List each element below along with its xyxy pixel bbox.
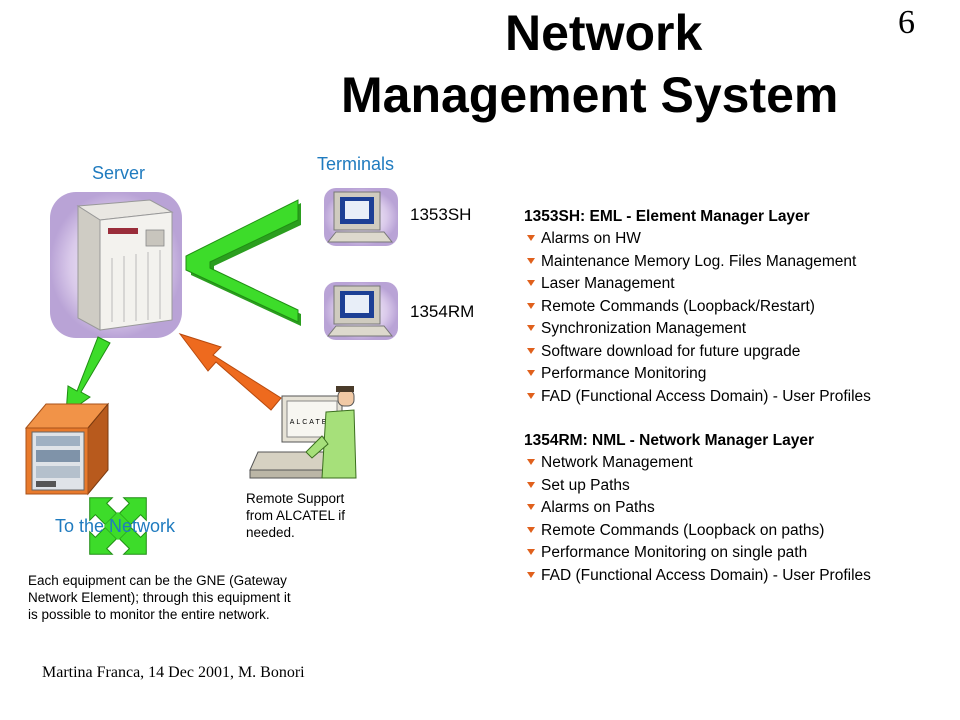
server-icon <box>50 192 182 338</box>
eml-item: Synchronization Management <box>524 318 871 341</box>
footer-credit: Martina Franca, 14 Dec 2001, M. Bonori <box>42 664 305 681</box>
nml-heading: 1354RM: NML - Network Manager Layer <box>524 432 814 449</box>
title-line-1: Network <box>505 5 703 61</box>
network-equipment-icon <box>24 402 110 496</box>
terminal-1354rm-icon <box>324 282 398 340</box>
eml-item: Laser Management <box>524 273 871 296</box>
terminals-label: Terminals <box>317 154 395 174</box>
terminal-1353sh-label: 1353SH <box>410 205 472 224</box>
gne-note: Each equipment can be the GNE (Gateway N… <box>28 572 291 623</box>
eml-item: FAD (Functional Access Domain) - User Pr… <box>524 386 871 409</box>
remote-support-operator-icon: ALCATEL <box>249 386 357 479</box>
server-to-network-arrow <box>65 336 111 416</box>
nml-item: Alarms on Paths <box>524 497 871 520</box>
to-network-label: To the Network <box>55 516 176 536</box>
title-line-2: Management System <box>341 67 839 123</box>
gne-line-3: is possible to monitor the entire networ… <box>28 607 270 622</box>
nml-item: FAD (Functional Access Domain) - User Pr… <box>524 565 871 588</box>
eml-item: Alarms on HW <box>524 228 871 251</box>
server-label: Server <box>92 163 146 183</box>
eml-heading: 1353SH: EML - Element Manager Layer <box>524 208 810 225</box>
page-number: 6 <box>898 4 915 41</box>
network-connections-arrow <box>89 497 147 555</box>
gne-line-2: Network Element); through this equipment… <box>28 590 291 605</box>
remote-support-line-2: from ALCATEL if <box>246 508 346 523</box>
eml-item: Software download for future upgrade <box>524 341 871 364</box>
remote-support-line-3: needed. <box>246 525 295 540</box>
nml-section: 1354RM: NML - Network Manager Layer Netw… <box>524 432 871 587</box>
terminal-1353sh-icon <box>324 188 398 246</box>
eml-item: Performance Monitoring <box>524 363 871 386</box>
terminals-to-server-arrow <box>185 199 301 326</box>
nml-item: Performance Monitoring on single path <box>524 542 871 565</box>
gne-line-1: Each equipment can be the GNE (Gateway <box>28 573 287 588</box>
eml-item: Remote Commands (Loopback/Restart) <box>524 296 871 319</box>
eml-item: Maintenance Memory Log. Files Management <box>524 251 871 274</box>
remote-support-note: Remote Support from ALCATEL if needed. <box>246 490 345 541</box>
nml-item: Remote Commands (Loopback on paths) <box>524 520 871 543</box>
remote-to-server-arrow <box>178 333 282 411</box>
nml-item: Set up Paths <box>524 475 871 498</box>
nml-item: Network Management <box>524 452 871 475</box>
remote-support-line-1: Remote Support <box>246 491 345 506</box>
eml-section: 1353SH: EML - Element Manager Layer Alar… <box>524 208 871 408</box>
terminal-1354rm-label: 1354RM <box>410 302 475 321</box>
monitor-brand-text: ALCATEL <box>290 419 335 426</box>
